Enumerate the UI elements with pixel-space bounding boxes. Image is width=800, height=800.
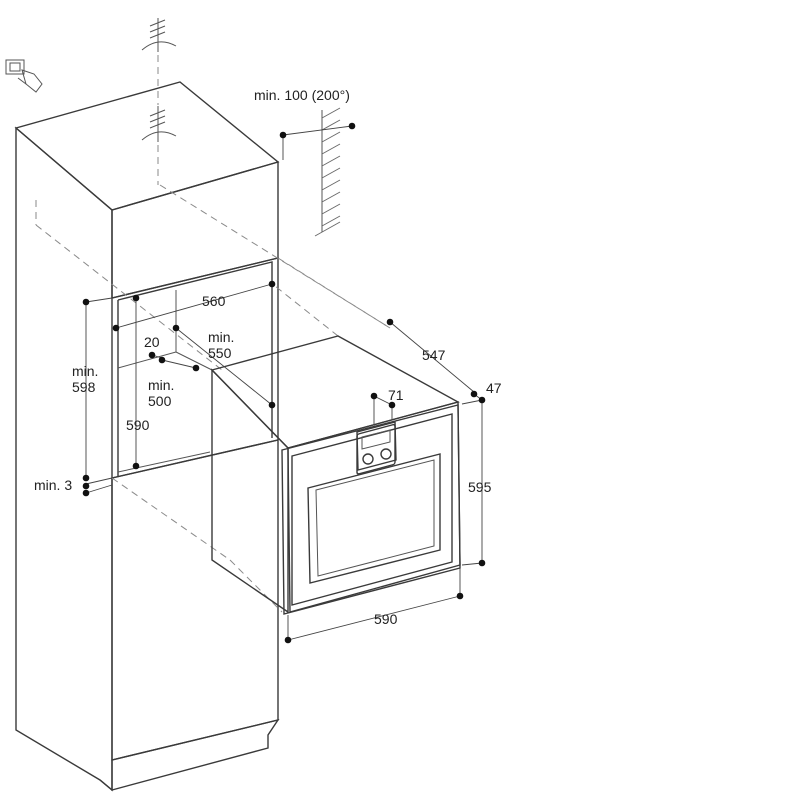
label-offset-20: 20 [144,334,160,350]
label-depth-min-line2: 550 [208,345,232,361]
label-niche-depth: 560 [202,293,226,309]
tall-cabinet [14,81,280,792]
control-knob-icon [362,453,374,465]
control-panel [356,421,397,471]
label-depth-min-line1: min. [208,329,234,345]
label-appliance-depth: 547 [422,347,446,363]
power-socket-icon [5,59,43,93]
label-gap-min: min. 3 [34,477,72,493]
label-niche-height: 590 [126,417,150,433]
label-appliance-width: 590 [374,611,398,627]
label-inner-min-line1: min. [148,377,174,393]
label-ventilation: min. 100 (200°) [254,87,350,103]
label-inner-min-line2: 500 [148,393,172,409]
control-knob-icon [380,448,392,460]
oven-niche [111,257,279,479]
projection-lines [35,184,391,613]
ventilation-wall [314,107,341,237]
label-height-min-line1: min. [72,363,98,379]
label-appliance-height: 595 [468,479,492,495]
label-door-depth: 47 [486,380,502,396]
dimension-points [82,122,486,644]
earth-symbol-top [141,18,177,52]
label-front-panel: 71 [388,387,404,403]
dimension-lines [85,125,483,641]
oven-appliance [210,335,461,615]
label-height-min-line2: 598 [72,379,96,395]
earth-symbol-cabinet [141,106,177,142]
